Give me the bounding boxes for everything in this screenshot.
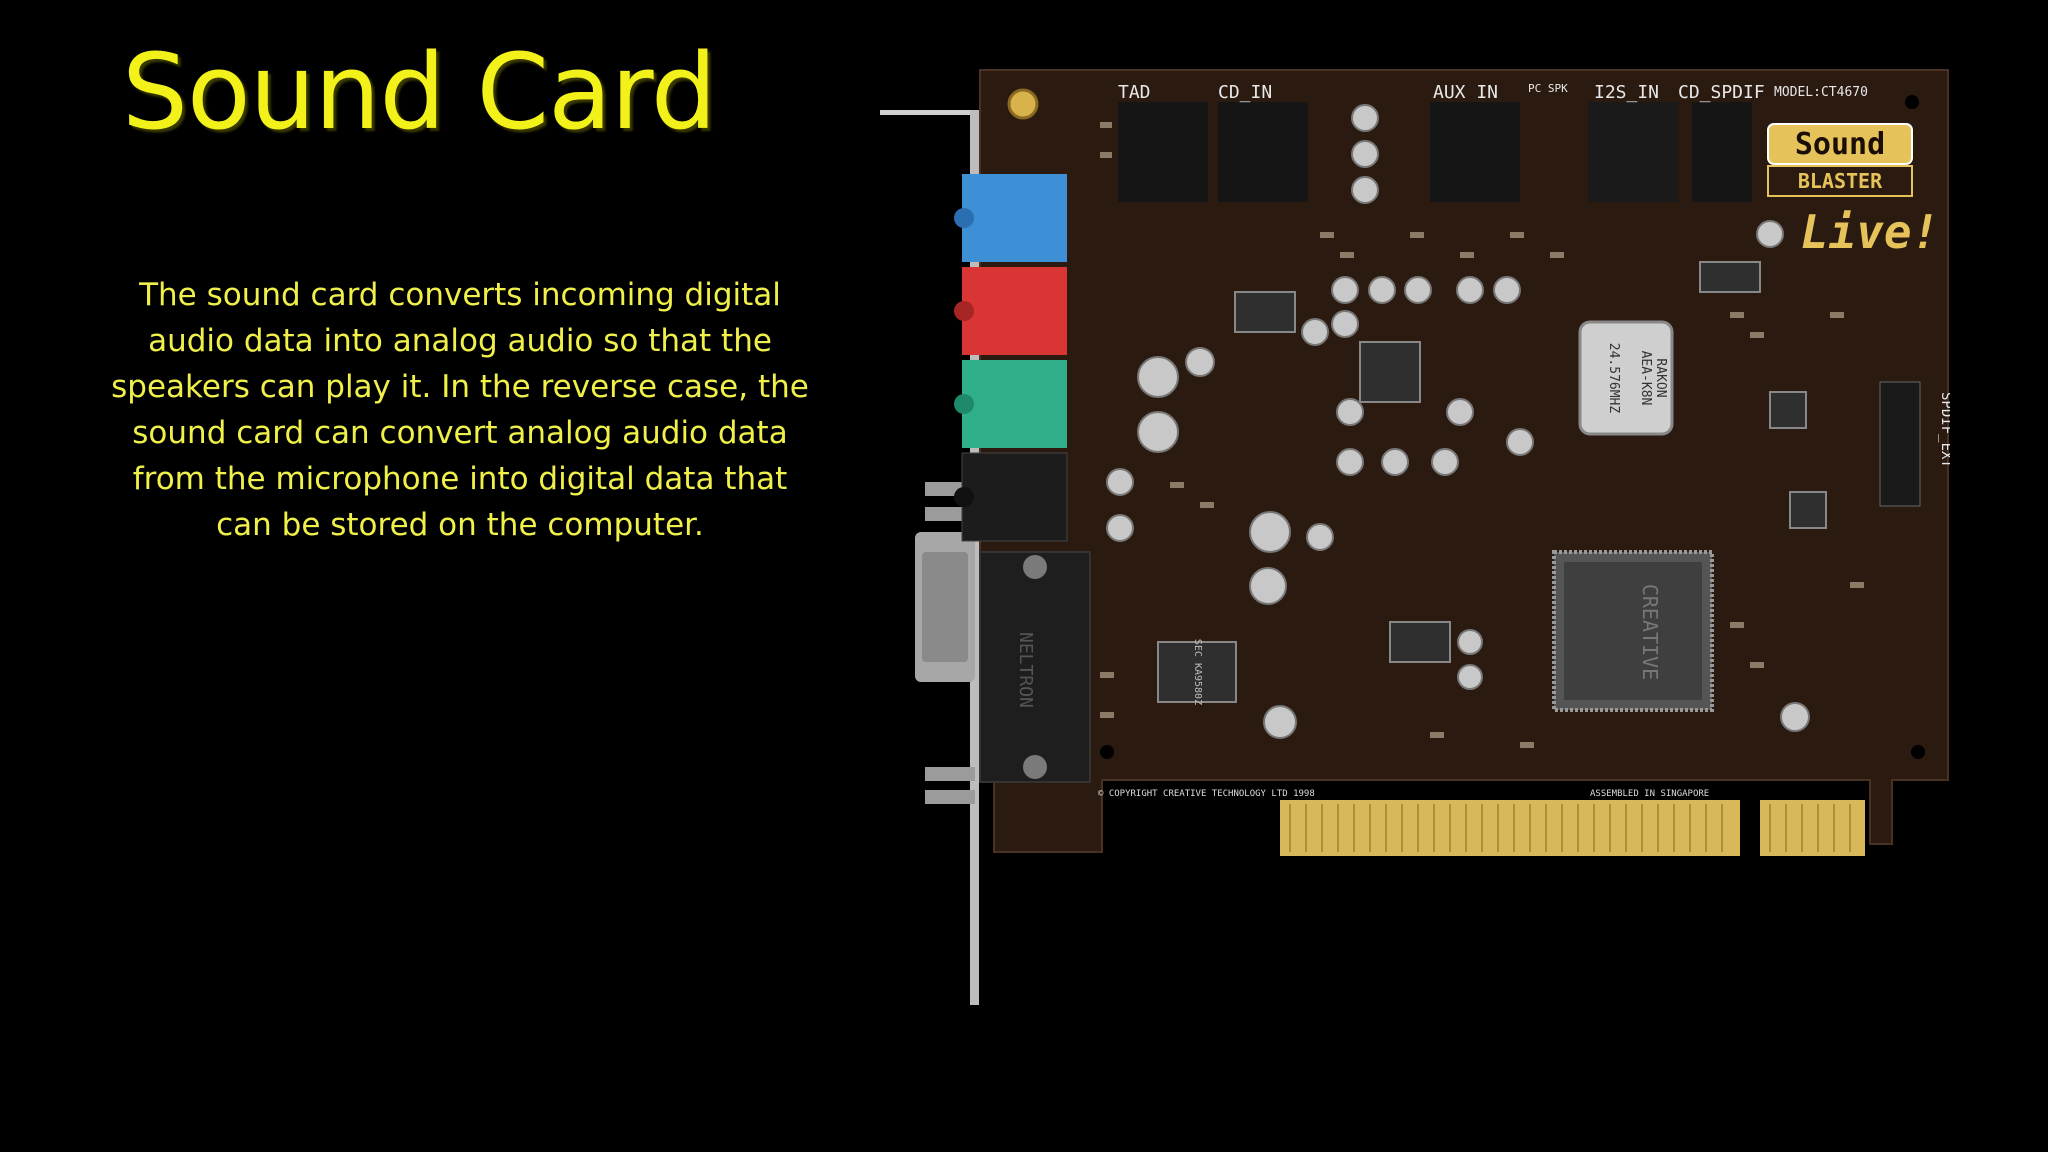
sound-card-photo: NELTRON TAD CD_IN AUX IN PC SPK I2S_IN C…	[880, 69, 1950, 1005]
crystal-oscillator: RAKON 24.576MHZ AEA-K8N	[1578, 320, 1674, 436]
audio-jacks	[954, 174, 1068, 542]
logo-sound-text: Sound	[1795, 127, 1885, 162]
sound-blaster-logo: Sound BLASTER Live!	[1767, 123, 1939, 259]
port-brand-text: NELTRON	[1015, 632, 1036, 708]
gold-edge-connector	[1280, 800, 1865, 856]
label-spdif-ext: SPDIF_EXT	[1938, 392, 1950, 468]
ground-screw	[1007, 88, 1039, 120]
spdif-ext-header	[1879, 381, 1921, 507]
logo-live-text: Live!	[1801, 205, 1939, 259]
smd-components	[1100, 122, 1864, 748]
game-port: NELTRON	[979, 551, 1091, 783]
logo-blaster-text: BLASTER	[1798, 169, 1883, 193]
label-tad: TAD	[1118, 82, 1151, 103]
slide-title: Sound Card	[122, 31, 717, 153]
label-aux-in: AUX IN	[1433, 82, 1498, 103]
secondary-chips	[1157, 261, 1827, 703]
capacitors	[1106, 104, 1810, 739]
crystal-line3: AEA-K8N	[1638, 351, 1653, 406]
main-dsp-chip: CREATIVE	[1552, 550, 1714, 712]
label-cd-spdif: CD_SPDIF	[1678, 82, 1765, 103]
codec-chip-text: SEC KA9580Z	[1192, 639, 1203, 705]
label-cd-in: CD_IN	[1218, 82, 1272, 103]
crystal-line2: 24.576MHZ	[1606, 343, 1621, 414]
crystal-line1: RAKON	[1653, 358, 1668, 397]
label-pc-spk: PC SPK	[1528, 82, 1568, 95]
assembled-text: ASSEMBLED IN SINGAPORE	[1590, 789, 1709, 799]
metal-bracket	[880, 110, 979, 1005]
chip-brand-text: CREATIVE	[1638, 584, 1662, 680]
top-connectors: TAD CD_IN AUX IN PC SPK I2S_IN CD_SPDIF …	[1118, 82, 1868, 202]
label-model: MODEL:CT4670	[1774, 85, 1868, 100]
copyright-text: © COPYRIGHT CREATIVE TECHNOLOGY LTD 1998	[1098, 789, 1315, 799]
mounting-holes	[1100, 95, 1925, 759]
label-i2s-in: I2S_IN	[1594, 82, 1659, 103]
slide-body-text: The sound card converts incoming digital…	[111, 277, 809, 543]
